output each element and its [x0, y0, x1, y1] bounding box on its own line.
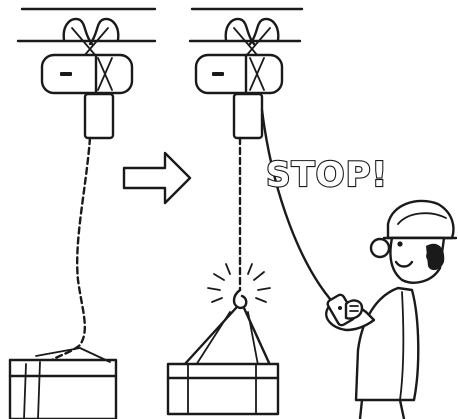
left-scene: [10, 9, 155, 419]
worker-body: [356, 288, 418, 400]
right-hoist-motor: [234, 94, 262, 138]
transition-arrow: [124, 153, 190, 203]
right-slings: [184, 308, 270, 365]
right-trolley-hooks: [226, 19, 279, 56]
pendant-cable: [262, 110, 340, 310]
right-arrow-icon: [124, 153, 190, 203]
right-scene: [168, 9, 340, 414]
right-hoist-body: [196, 55, 282, 93]
worker-nose: [371, 239, 389, 257]
worker: [326, 201, 456, 419]
left-chain: [52, 138, 90, 360]
right-load-box: [168, 364, 278, 414]
left-load-box: [10, 348, 116, 419]
right-hook: [234, 290, 246, 308]
left-hoist-body: [42, 55, 132, 93]
left-trolley-hooks: [64, 19, 119, 56]
hard-hat-icon: [388, 201, 453, 238]
stop-shout-text: STOP!: [266, 155, 388, 195]
worker-hand: [346, 301, 362, 319]
left-hoist-motor: [85, 94, 113, 138]
